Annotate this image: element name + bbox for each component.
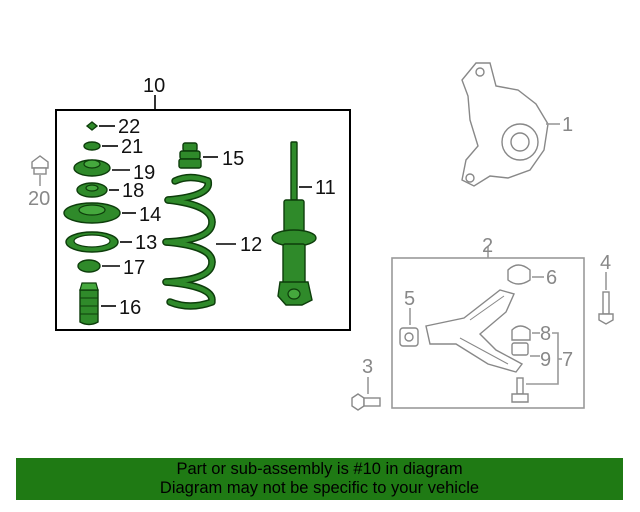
part-11-strut[interactable]	[271, 141, 317, 306]
part-8-ball-joint[interactable]	[511, 325, 531, 341]
part-18-bearing[interactable]	[76, 182, 108, 198]
part-16-dust-boot[interactable]	[79, 282, 99, 326]
info-banner: Part or sub-assembly is #10 in diagram D…	[16, 458, 623, 500]
callout-6[interactable]: 6	[546, 267, 557, 289]
callout-22[interactable]: 22	[118, 116, 140, 138]
callout-18[interactable]: 18	[122, 180, 144, 202]
part-17-bumper-ring[interactable]	[77, 259, 101, 273]
part-14-spring-seat[interactable]	[63, 202, 121, 224]
banner-line-2: Diagram may not be specific to your vehi…	[159, 479, 480, 497]
callout-13[interactable]: 13	[135, 232, 157, 254]
callout-4[interactable]: 4	[600, 252, 611, 274]
part-4-bolt[interactable]	[598, 291, 614, 325]
part-21-washer[interactable]	[83, 141, 101, 151]
callout-17[interactable]: 17	[123, 257, 145, 279]
callout-9[interactable]: 9	[540, 349, 551, 371]
callout-3[interactable]: 3	[362, 356, 373, 378]
callout-1[interactable]: 1	[562, 114, 573, 136]
callout-16[interactable]: 16	[119, 297, 141, 319]
callout-15[interactable]: 15	[222, 148, 244, 170]
part-15-bump-stop[interactable]	[178, 142, 202, 169]
callout-12[interactable]: 12	[240, 234, 262, 256]
callout-5[interactable]: 5	[404, 288, 415, 310]
part-13-insulator[interactable]	[65, 231, 119, 253]
callout-11[interactable]: 11	[315, 177, 336, 199]
assembly-10-box	[55, 109, 351, 331]
banner-line-1: Part or sub-assembly is #10 in diagram	[176, 460, 463, 478]
callout-8[interactable]: 8	[540, 323, 551, 345]
part-1-steering-knuckle[interactable]	[461, 62, 549, 187]
callout-19[interactable]: 19	[133, 162, 155, 184]
callout-14[interactable]: 14	[139, 204, 161, 226]
part-19-strut-mount[interactable]	[73, 159, 111, 177]
part-7-stud[interactable]	[511, 377, 529, 403]
lower-control-arm[interactable]	[425, 289, 524, 373]
callout-2[interactable]: 2	[482, 235, 493, 257]
callout-7[interactable]: 7	[562, 349, 573, 371]
part-6-bushing[interactable]	[507, 264, 531, 285]
callout-10[interactable]: 10	[143, 75, 165, 97]
part-9-boot[interactable]	[511, 342, 529, 356]
callout-21[interactable]: 21	[121, 136, 143, 158]
callout-20[interactable]: 20	[28, 188, 50, 210]
part-5-bushing[interactable]	[399, 327, 419, 347]
part-3-bolt[interactable]	[351, 393, 381, 411]
part-20-nut[interactable]	[31, 155, 49, 175]
part-22-nut[interactable]	[85, 121, 99, 131]
